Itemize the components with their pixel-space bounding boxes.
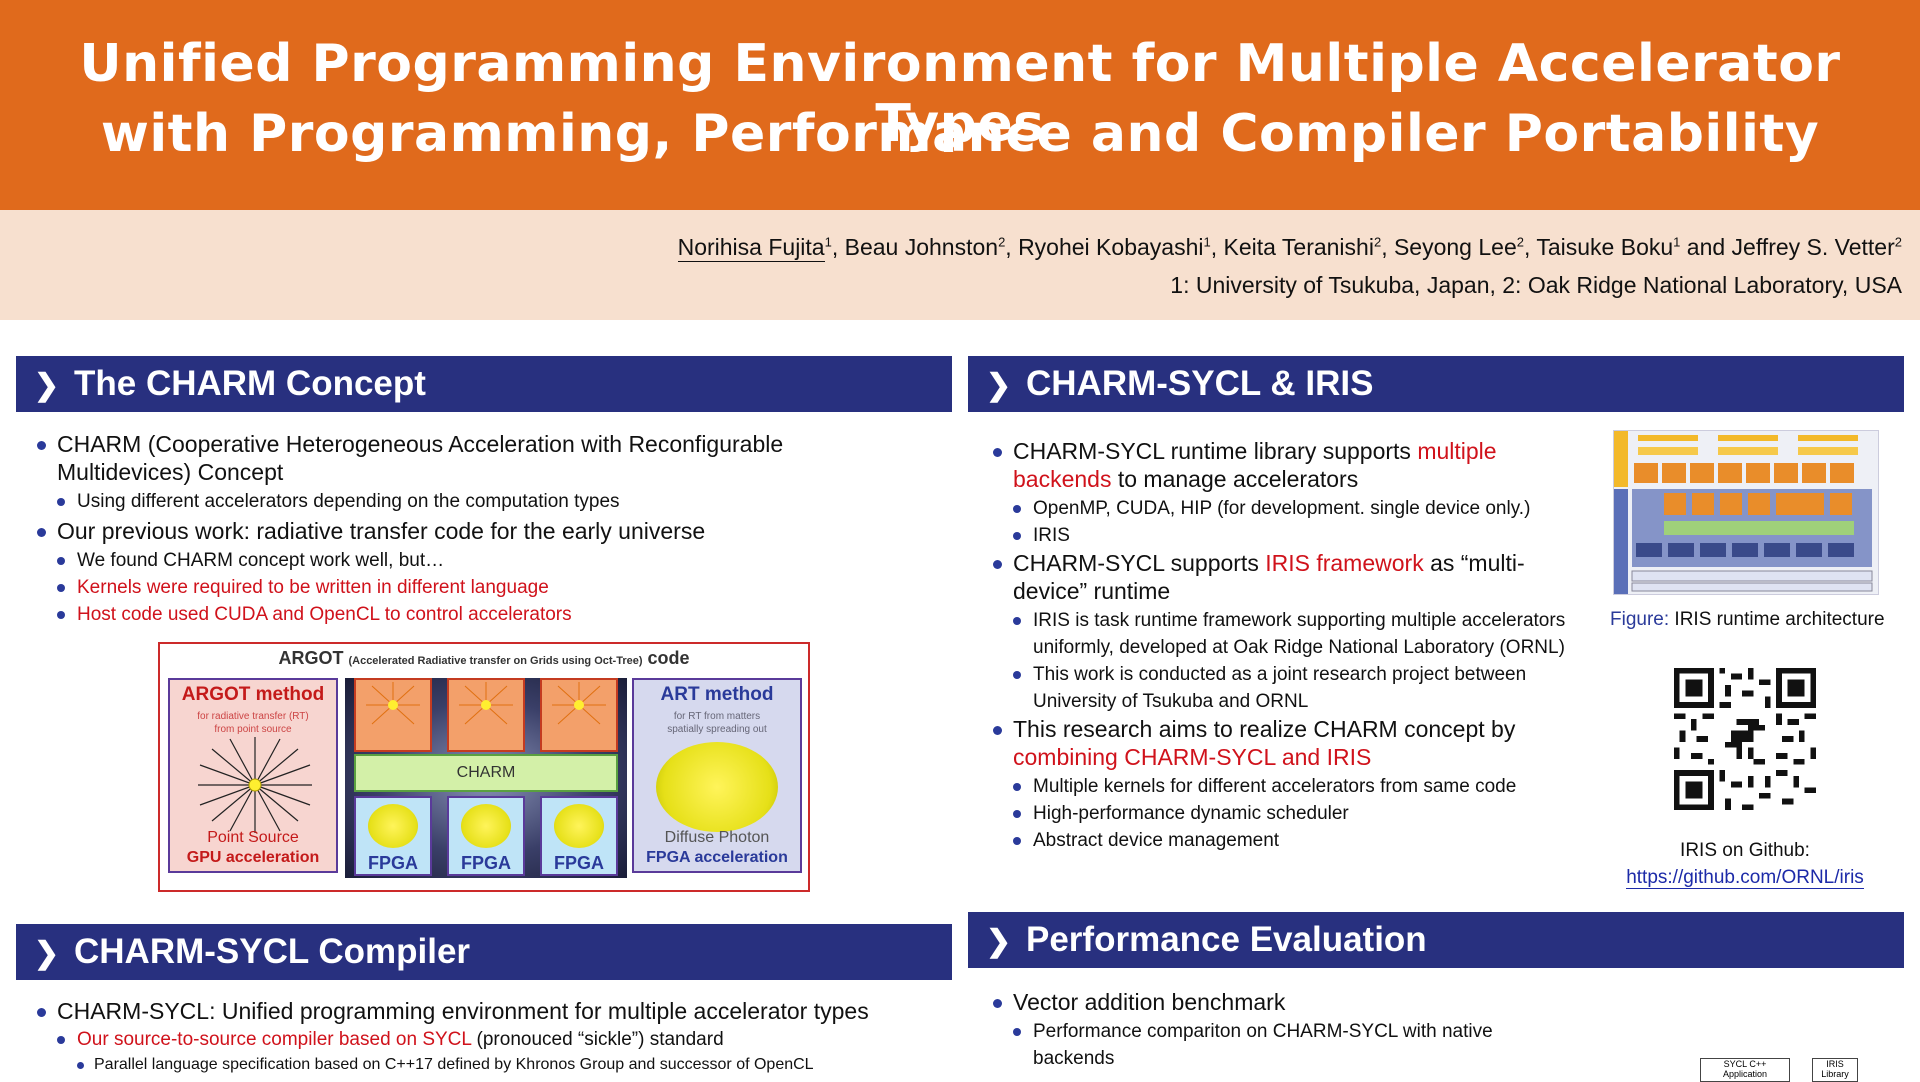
fpga-box: FPGA: [354, 796, 432, 876]
star-burst-icon: [459, 682, 513, 725]
list-item: High-performance dynamic scheduler: [1010, 800, 1570, 827]
section-header-performance: ❯Performance Evaluation: [968, 912, 1904, 968]
list-item: Host code used CUDA and OpenCL to contro…: [54, 601, 914, 628]
glow-cloud-icon: [461, 804, 511, 848]
list-item: Performance compariton on CHARM-SYCL wit…: [1010, 1018, 1530, 1072]
argot-title: ARGOT (Accelerated Radiative transfer on…: [278, 648, 690, 668]
fpga-box: FPGA: [447, 796, 525, 876]
list-item: We found CHARM concept work well, but…: [54, 547, 914, 574]
list-item: Kernels were required to be written in d…: [54, 574, 914, 601]
chevron-right-icon: ❯: [986, 925, 1012, 958]
argot-method-panel: ARGOT method for radiative transfer (RT)…: [168, 678, 338, 873]
gpu-box: GPU: [354, 678, 487, 752]
section-header-charm-sycl-iris: ❯CHARM-SYCL & IRIS: [968, 356, 1904, 412]
gpu-box: GPU: [540, 678, 673, 752]
list-item: CHARM-SYCL supports IRIS framework as “m…: [990, 549, 1570, 605]
list-item: OpenMP, CUDA, HIP (for development. sing…: [1010, 495, 1570, 522]
list-item: Parallel language specification based on…: [74, 1053, 934, 1077]
section-header-charm-concept: ❯The CHARM Concept: [16, 356, 952, 412]
chevron-right-icon: ❯: [34, 937, 60, 970]
author-list: Norihisa Fujita1, Beau Johnston2, Ryohei…: [677, 234, 1902, 262]
list-item: Using different accelerators depending o…: [54, 488, 914, 515]
poster-title-line-2: with Programming, Performance and Compil…: [100, 104, 1820, 164]
list-item: CHARM-SYCL: Unified programming environm…: [34, 997, 934, 1025]
list-item: IRIS is task runtime framework supportin…: [1010, 607, 1570, 661]
iris-architecture-figure: [1613, 430, 1879, 595]
compiler-body: CHARM-SYCL: Unified programming environm…: [34, 997, 934, 1077]
glow-cloud-icon: [554, 804, 604, 848]
star-burst-icon: [552, 682, 606, 725]
argot-diagram: ARGOT (Accelerated Radiative transfer on…: [158, 642, 810, 892]
list-item: IRIS: [1010, 522, 1570, 549]
list-item: This research aims to realize CHARM conc…: [990, 715, 1570, 771]
author-banner: [0, 210, 1920, 320]
github-link[interactable]: https://github.com/ORNL/iris: [1626, 867, 1864, 889]
gpu-box: GPU: [447, 678, 580, 752]
github-label: IRIS on Github:: [1680, 840, 1810, 861]
list-item: Abstract device management: [1010, 827, 1570, 854]
point-source-rays-icon: [198, 737, 312, 833]
fpga-box: FPGA: [540, 796, 618, 876]
chevron-right-icon: ❯: [34, 369, 60, 402]
iris-library-box: IRIS Library: [1812, 1058, 1858, 1082]
architecture-diagram: [1614, 431, 1873, 594]
iris-body: CHARM-SYCL runtime library supports mult…: [990, 437, 1570, 854]
charm-layer: CHARM: [354, 754, 618, 792]
list-item: Multiple kernels for different accelerat…: [1010, 773, 1570, 800]
glow-cloud-icon: [368, 804, 418, 848]
poster-title-line-1: Unified Programming Environment for Mult…: [79, 34, 1841, 154]
qr-code[interactable]: [1674, 668, 1816, 810]
list-item: CHARM-SYCL runtime library supports mult…: [990, 437, 1570, 493]
figure-caption: Figure: IRIS runtime architecture: [1610, 609, 1885, 630]
charm-concept-body: CHARM (Cooperative Heterogeneous Acceler…: [34, 430, 914, 628]
list-item: Vector addition benchmark: [990, 988, 1530, 1016]
section-header-charm-sycl-compiler: ❯CHARM-SYCL Compiler: [16, 924, 952, 980]
performance-body: Vector addition benchmark Performance co…: [990, 988, 1530, 1072]
title-banner: Unified Programming Environment for Mult…: [0, 0, 1920, 210]
list-item: CHARM (Cooperative Heterogeneous Acceler…: [34, 430, 914, 486]
first-author: Norihisa Fujita: [677, 234, 825, 262]
list-item: Our previous work: radiative transfer co…: [34, 517, 914, 545]
sycl-app-box: SYCL C++ Application: [1700, 1058, 1790, 1082]
diffuse-cloud-icon: [656, 742, 778, 832]
affiliations: 1: University of Tsukuba, Japan, 2: Oak …: [1170, 272, 1902, 298]
list-item: This work is conducted as a joint resear…: [1010, 661, 1570, 715]
chevron-right-icon: ❯: [986, 369, 1012, 402]
list-item: Our source-to-source compiler based on S…: [54, 1026, 934, 1053]
star-burst-icon: [366, 682, 420, 725]
